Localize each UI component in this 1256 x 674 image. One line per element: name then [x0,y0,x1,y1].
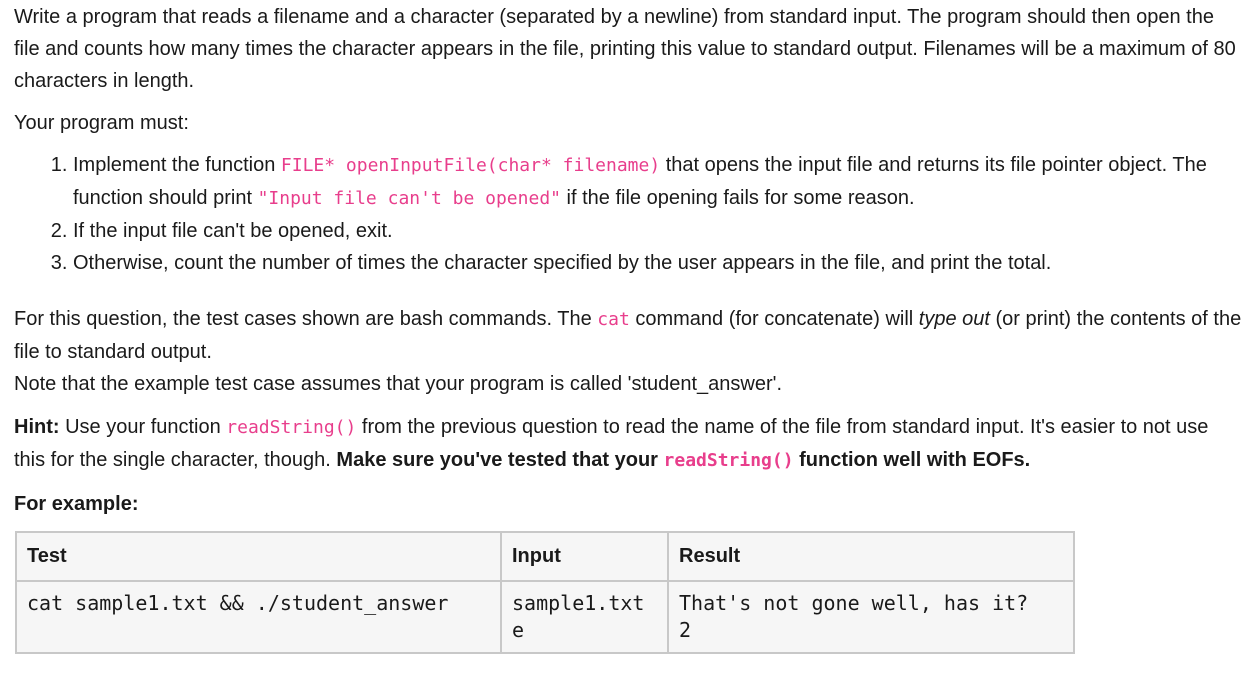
cat-code: cat [597,309,630,330]
question-text-a: For this question, the test cases shown … [14,308,598,330]
requirement-item-2: If the input file can't be opened, exit. [73,215,1242,247]
intro-paragraph: Write a program that reads a filename an… [14,6,1236,92]
note-paragraph: Note that the example test case assumes … [14,373,783,395]
requirements-list: Implement the function FILE* openInputFi… [14,149,1242,279]
requirement-1-text-a: Implement the function [73,154,281,176]
header-result: Result [667,531,1075,582]
header-test: Test [15,531,502,582]
hint-label: Hint: [14,416,60,438]
requirements-list-wrap: Implement the function FILE* openInputFi… [14,149,1242,279]
cell-input: sample1.txt e [500,580,669,654]
example-heading-text: For example: [14,493,139,515]
requirement-1-text-b: that opens the input file and returns it… [73,154,1207,209]
hint-text-a: Use your function [59,416,227,438]
read-string-code-bold: readString() [663,450,794,471]
read-string-code: readString() [226,417,357,438]
question-text: Write a program that reads a filename an… [0,0,1256,654]
header-input: Input [500,531,669,582]
must-heading: Your program must: [14,112,189,134]
requirement-1-text-c: if the file opening fails for some reaso… [561,187,915,209]
type-out-emphasis: type out [918,308,990,330]
requirement-item-1: Implement the function FILE* openInputFi… [73,149,1242,215]
question-text-b: command (for concatenate) will [629,308,919,330]
open-input-file-signature: FILE* openInputFile(char* filename) [280,155,661,176]
hint-bold-text: Make sure you've tested that your readSt… [336,449,1030,471]
example-heading: For example: [14,488,1242,520]
hint-text-b: from the previous question to read the n… [14,416,1209,471]
cell-test: cat sample1.txt && ./student_answer [15,580,502,654]
requirement-item-3: Otherwise, count the number of times the… [73,247,1242,279]
table-header-row: Test Input Result [15,531,1075,582]
example-table: Test Input Result cat sample1.txt && ./s… [15,531,1075,654]
hint-bold-b: function well with EOFs. [793,449,1031,471]
hint-bold-a: Make sure you've tested that your [336,449,664,471]
question-paragraph: For this question, the test cases shown … [14,303,1242,368]
table-row: cat sample1.txt && ./student_answer samp… [15,580,1075,654]
question-text-c: (or print) the contents of the file to s… [14,308,1242,363]
error-message-code: "Input file can't be opened" [257,188,561,209]
cell-result: That's not gone well, has it? 2 [667,580,1075,654]
hint-paragraph: Hint: Use your function readString() fro… [14,411,1242,477]
